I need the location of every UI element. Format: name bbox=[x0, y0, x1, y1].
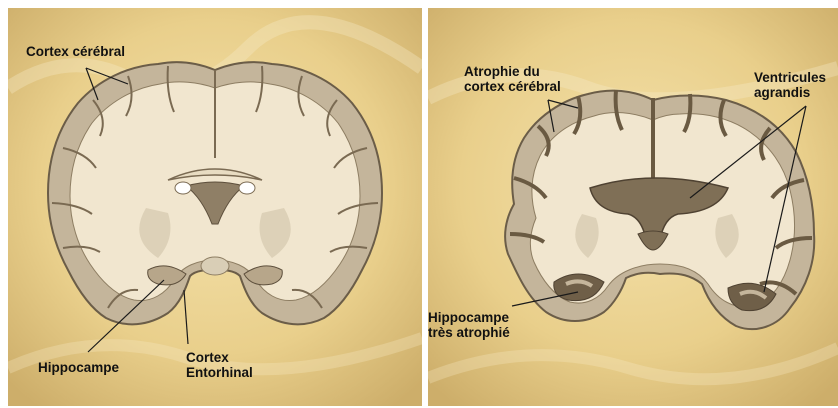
label-hippocampus: Hippocampe bbox=[38, 360, 119, 375]
healthy-brain-panel: Cortex cérébral Hippocampe Cortex Entorh… bbox=[8, 8, 422, 406]
label-enlarged-ventricles: Ventricules agrandis bbox=[754, 70, 826, 100]
label-cerebral-cortex: Cortex cérébral bbox=[26, 44, 125, 59]
label-cortex-atrophy: Atrophie du cortex cérébral bbox=[464, 64, 561, 94]
healthy-brain-illustration bbox=[8, 8, 422, 406]
label-severely-atrophied-hippocampus: Hippocampe très atrophié bbox=[428, 310, 510, 340]
label-entorhinal-cortex: Cortex Entorhinal bbox=[186, 350, 253, 380]
atrophied-brain-panel: Atrophie du cortex cérébral Ventricules … bbox=[428, 8, 838, 406]
